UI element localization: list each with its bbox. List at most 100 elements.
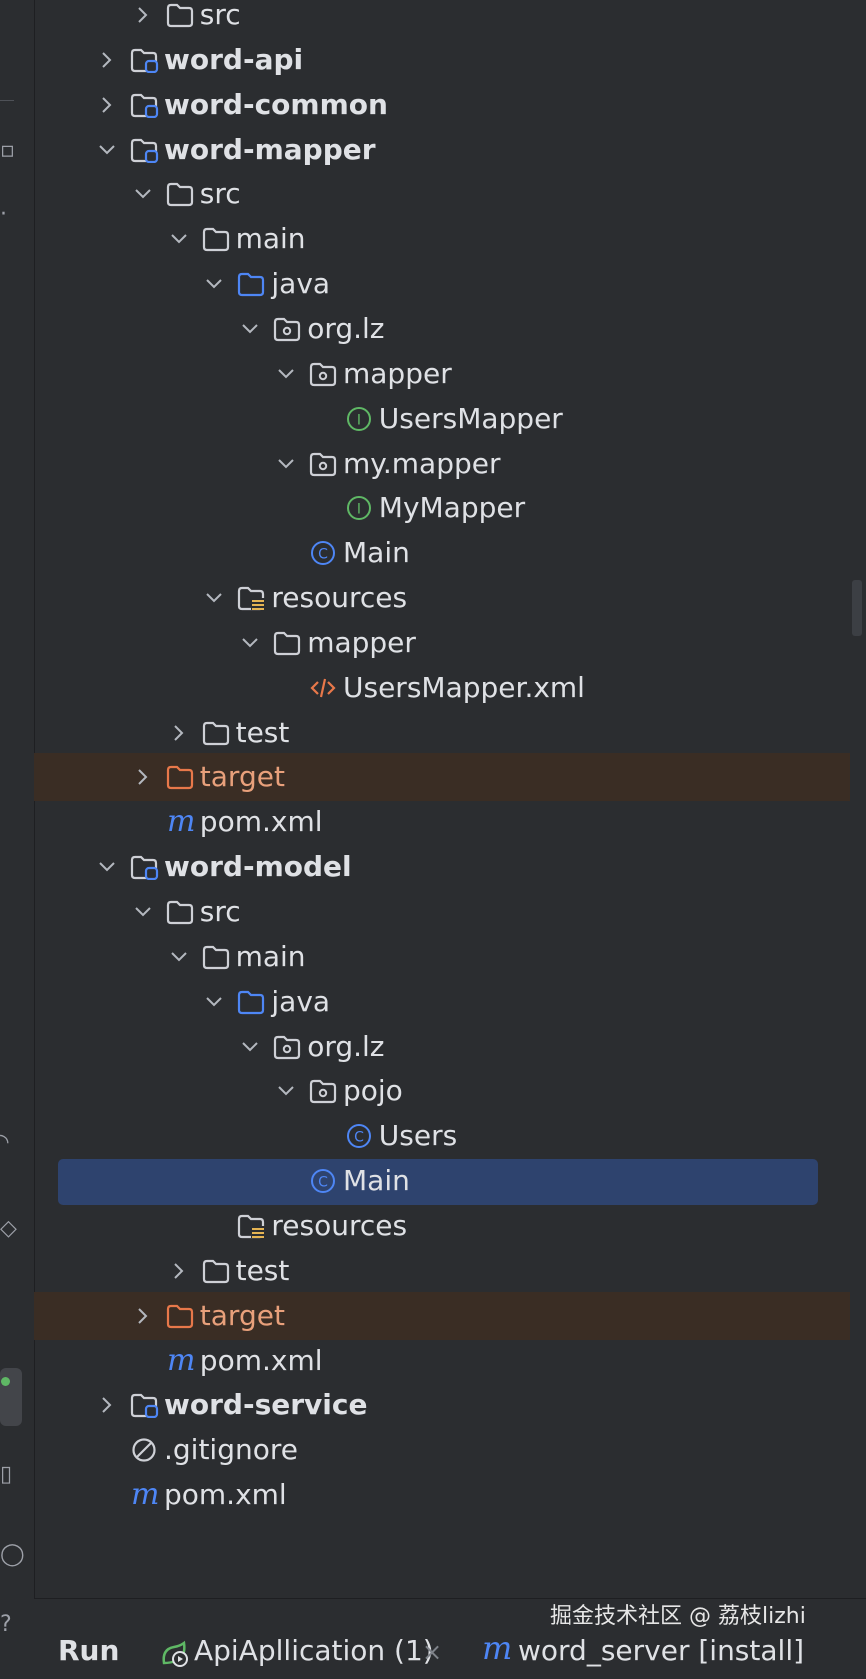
- chevron-right-icon[interactable]: [96, 93, 118, 117]
- tree-row[interactable]: word-api: [34, 36, 850, 84]
- tree-row[interactable]: org.lz: [34, 1023, 850, 1071]
- tree-row-label: UsersMapper: [378, 401, 563, 435]
- chevron-down-icon[interactable]: [275, 452, 297, 476]
- tree-row[interactable]: src: [34, 170, 850, 218]
- folder-icon: [202, 226, 230, 252]
- chevron-right-icon[interactable]: [168, 1259, 190, 1283]
- tree-row[interactable]: org.lz: [34, 305, 850, 353]
- tree-row[interactable]: C Main: [34, 529, 850, 577]
- tab-api-application[interactable]: ApiApllication (1): [194, 1634, 434, 1667]
- tree-row-label: resources: [271, 1208, 408, 1242]
- svg-text:m: m: [167, 809, 195, 835]
- class-icon: C: [309, 1168, 337, 1194]
- tree-row[interactable]: my.mapper: [34, 440, 850, 488]
- hide-panel-icon[interactable]: [0, 100, 14, 101]
- chevron-down-icon[interactable]: [168, 227, 190, 251]
- run-label: Run: [58, 1634, 120, 1667]
- folder-icon: [166, 181, 194, 207]
- package-icon: [309, 361, 337, 387]
- chevron-down-icon[interactable]: [132, 900, 154, 924]
- chevron-down-icon[interactable]: [203, 272, 225, 296]
- chevron-right-icon[interactable]: [132, 765, 154, 789]
- xml-file-icon: [309, 675, 337, 701]
- tree-row[interactable]: src: [34, 0, 850, 39]
- tree-row[interactable]: resources: [34, 1202, 850, 1250]
- tree-row[interactable]: java: [34, 978, 850, 1026]
- svg-text:C: C: [318, 547, 328, 563]
- chevron-down-icon[interactable]: [96, 855, 118, 879]
- tree-row-label: word-common: [164, 87, 388, 121]
- tree-row-label: mapper: [343, 356, 452, 390]
- tab-word-server-install[interactable]: word_server [install]: [518, 1634, 805, 1667]
- chevron-down-icon[interactable]: [239, 1035, 261, 1059]
- tree-row-label: target: [199, 760, 285, 794]
- vcs-icon[interactable]: ?: [0, 1612, 12, 1637]
- tree-row[interactable]: resources: [34, 574, 850, 622]
- chevron-down-icon[interactable]: [168, 945, 190, 969]
- problems-icon[interactable]: ◯: [0, 1542, 25, 1567]
- close-tab-icon[interactable]: ×: [422, 1638, 443, 1666]
- chevron-right-icon[interactable]: [96, 48, 118, 72]
- tree-row[interactable]: src: [34, 888, 850, 936]
- tree-row[interactable]: target: [34, 753, 850, 802]
- refresh-icon[interactable]: ◝: [0, 1130, 9, 1155]
- git-icon[interactable]: ◇: [0, 1216, 17, 1241]
- maven-icon: m: [166, 1343, 195, 1378]
- folder-icon: [166, 2, 194, 28]
- tree-row[interactable]: pojo: [34, 1067, 850, 1115]
- chevron-down-icon[interactable]: [203, 990, 225, 1014]
- tree-row[interactable]: word-model: [34, 843, 850, 891]
- tree-row[interactable]: java: [34, 260, 850, 308]
- folder-icon: [273, 630, 301, 656]
- svg-text:m: m: [131, 1482, 159, 1508]
- class-icon: C: [309, 540, 337, 566]
- chevron-down-icon[interactable]: [132, 182, 154, 206]
- terminal-icon[interactable]: ▯: [0, 1462, 13, 1487]
- chevron-right-icon[interactable]: [168, 721, 190, 745]
- tree-row[interactable]: word-service: [34, 1381, 850, 1429]
- chevron-right-icon[interactable]: [132, 3, 154, 27]
- chevron-right-icon[interactable]: [132, 1304, 154, 1328]
- tree-row[interactable]: test: [34, 1247, 850, 1295]
- chevron-down-icon[interactable]: [275, 1079, 297, 1103]
- chevron-down-icon[interactable]: [239, 631, 261, 655]
- tree-scrollbar[interactable]: [852, 580, 862, 636]
- tree-row[interactable]: UsersMapper.xml: [34, 664, 850, 712]
- tree-row[interactable]: mapper: [34, 350, 850, 398]
- chevron-down-icon[interactable]: [275, 362, 297, 386]
- tree-row-label: word-api: [164, 42, 304, 76]
- run-status-dot: [1, 1377, 10, 1386]
- tree-row-label: test: [235, 715, 290, 749]
- chevron-down-icon[interactable]: [239, 317, 261, 341]
- chevron-right-icon[interactable]: [96, 1393, 118, 1417]
- tree-row[interactable]: word-mapper: [34, 126, 850, 174]
- folder-icon: [202, 720, 230, 746]
- tree-row-label: test: [235, 1253, 290, 1287]
- tree-row[interactable]: test: [34, 709, 850, 757]
- more-icon[interactable]: ·: [0, 202, 7, 227]
- tree-row[interactable]: word-common: [34, 81, 850, 129]
- structure-icon[interactable]: ▫: [0, 138, 15, 163]
- tree-row-label: target: [199, 1298, 285, 1332]
- chevron-down-icon[interactable]: [203, 586, 225, 610]
- tree-row[interactable]: mapper: [34, 619, 850, 667]
- chevron-down-icon[interactable]: [96, 138, 118, 162]
- tree-row[interactable]: main: [34, 215, 850, 263]
- tree-row[interactable]: .gitignore: [34, 1426, 850, 1474]
- ignore-file-icon: [130, 1437, 158, 1463]
- tree-row-label: org.lz: [307, 1029, 385, 1063]
- tree-row-label: resources: [271, 581, 408, 615]
- tree-row[interactable]: main: [34, 933, 850, 981]
- tree-row-label: UsersMapper.xml: [343, 670, 585, 704]
- source-folder-icon: [237, 989, 265, 1015]
- watermark: 掘金技术社区 @ 荔枝lizhi: [550, 1604, 806, 1629]
- tree-row-label: Main: [343, 536, 410, 570]
- tree-row[interactable]: target: [34, 1291, 850, 1340]
